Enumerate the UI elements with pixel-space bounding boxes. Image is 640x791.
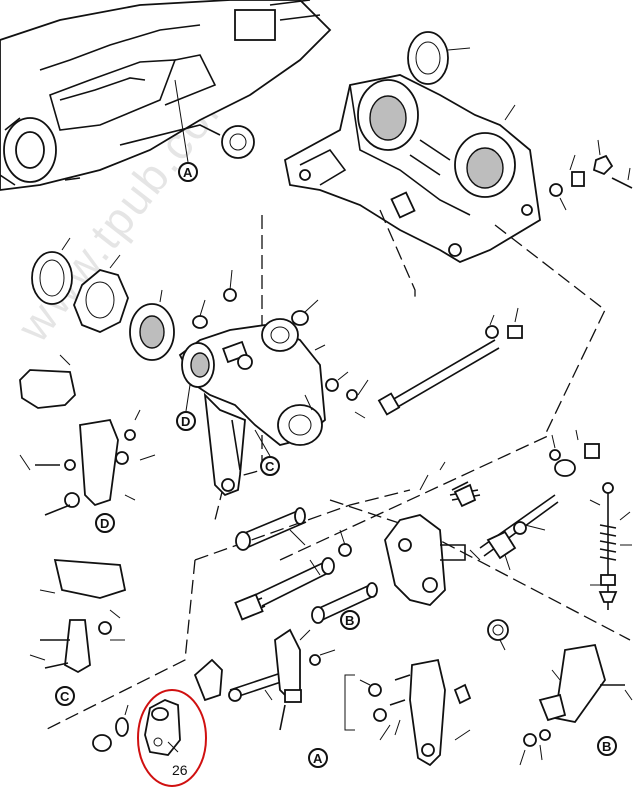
bellcrank-housing [178, 318, 326, 497]
detail-c-bracket [29, 559, 127, 674]
bottom-left-parts [92, 704, 129, 752]
bolt-head [223, 288, 237, 302]
highlight-circle [137, 689, 207, 787]
seal-ring-top [407, 31, 449, 85]
detail-label-b-right: B [602, 739, 611, 754]
detail-marker-b-center [340, 610, 360, 630]
detail-label-a-top: A [183, 165, 193, 180]
detail-marker-d-center [176, 411, 196, 431]
right-bellcrank [384, 461, 481, 606]
detail-b-bracket [519, 643, 633, 766]
reference-bracket [344, 674, 355, 731]
detail-label-b-center: B [345, 613, 354, 628]
helicopter-nose-view [0, 0, 332, 191]
bottom-lever [359, 658, 472, 767]
callout-number-26: 26 [172, 762, 188, 778]
detail-marker-c-left [55, 686, 75, 706]
detail-label-c-center: C [265, 459, 275, 474]
detail-marker-a-bottom [308, 748, 328, 768]
rod-end-right [479, 494, 559, 651]
pin-and-spring-group [234, 507, 378, 624]
detail-label-a-bottom: A [313, 751, 323, 766]
washer-right [554, 459, 576, 477]
detail-d-bracket [19, 354, 156, 516]
detail-label-d-center: D [181, 414, 190, 429]
ring-and-nut-group [31, 237, 175, 361]
detail-marker-c-center [260, 456, 280, 476]
detail-marker-b-right [597, 736, 617, 756]
spring-rod [589, 482, 632, 610]
part-26-clevis [144, 699, 181, 756]
detail-marker-d-left [95, 513, 115, 533]
detail-marker-a-top [178, 162, 198, 182]
lower-linkage [193, 628, 336, 731]
hardware-right-top [549, 139, 633, 211]
detail-label-d-left: D [100, 516, 109, 531]
detail-label-c-left: C [60, 689, 70, 704]
long-bolt [377, 307, 523, 416]
main-housing [283, 74, 541, 264]
